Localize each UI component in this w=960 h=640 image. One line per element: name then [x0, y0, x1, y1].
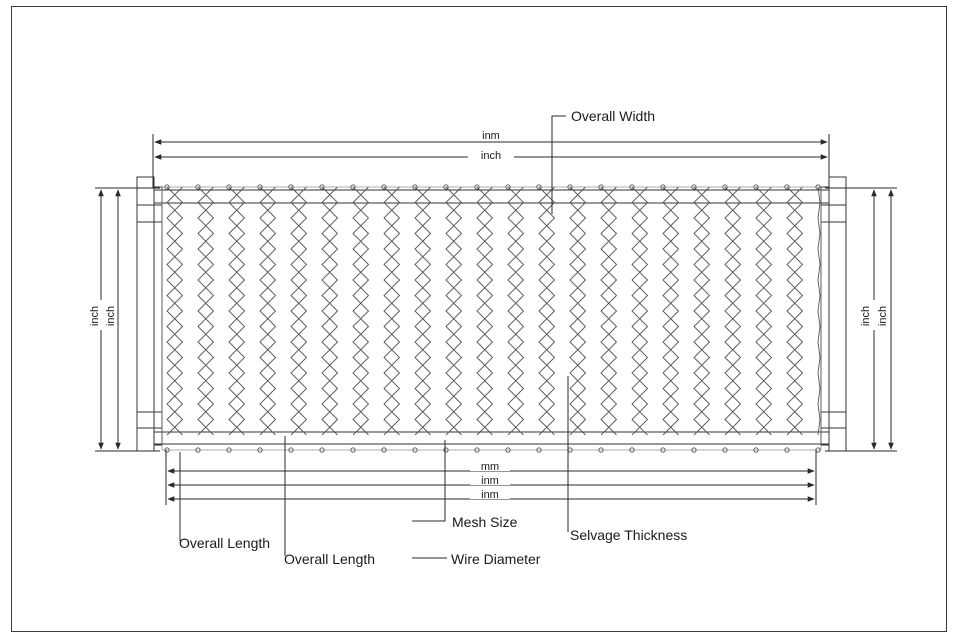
right-post: [820, 176, 847, 452]
mesh-wire: [228, 186, 246, 436]
mesh-wire: [724, 186, 742, 436]
chain-link-mesh: [161, 184, 822, 453]
mesh-wire: [755, 186, 773, 436]
bottom-dimension-label-3: inm: [481, 489, 499, 501]
mesh-wire: [445, 186, 463, 436]
bottom-dimension-label-1: mm: [481, 461, 499, 473]
mesh-wire: [693, 186, 711, 436]
mesh-wire: [600, 186, 618, 436]
mesh-wire: [321, 186, 339, 436]
left-dimension-label-2: inch: [105, 306, 117, 326]
mesh-wire: [414, 186, 432, 436]
mesh-wire: [600, 186, 618, 436]
mesh-wire: [476, 186, 494, 436]
overall-length-callout-2: Overall Length: [284, 551, 375, 567]
mesh-wire: [786, 186, 804, 436]
mesh-wire: [786, 186, 804, 436]
mesh-wire: [352, 186, 370, 436]
mesh-wire: [817, 186, 821, 436]
leader-lines: [179, 115, 569, 559]
right-dimension-label-2: inch: [877, 306, 889, 326]
mesh-wire: [569, 186, 587, 436]
top-dimension-label-2: inch: [481, 150, 501, 162]
mesh-wire: [507, 186, 525, 436]
left-dimension-label-1: inch: [89, 306, 101, 326]
mesh-wire: [724, 186, 742, 436]
wire-diameter-callout: Wire Diameter: [451, 551, 541, 567]
mesh-wire: [290, 186, 308, 436]
mesh-wire: [166, 186, 184, 436]
mesh-border: [161, 186, 822, 451]
mesh-wire: [662, 186, 680, 436]
top-dimension-label-1: inm: [482, 130, 500, 142]
selvage-thickness-callout: Selvage Thickness: [570, 527, 687, 543]
mesh-wire: [569, 186, 587, 436]
mesh-wire: [321, 186, 339, 436]
mesh-wire: [538, 186, 556, 436]
mesh-wire: [507, 186, 525, 436]
bottom-rail: [154, 431, 829, 445]
mesh-wire: [383, 186, 401, 436]
mesh-wire: [352, 186, 370, 436]
mesh-wire: [631, 186, 649, 436]
overall-width-callout: Overall Width: [571, 108, 655, 124]
mesh-wire: [476, 186, 494, 436]
right-dimension-label-1: inch: [860, 306, 872, 326]
mesh-wire: [755, 186, 773, 436]
mesh-wire: [259, 186, 277, 436]
mesh-wire: [445, 186, 463, 436]
mesh-wire: [631, 186, 649, 436]
mesh-wire: [693, 186, 711, 436]
mesh-wire: [538, 186, 556, 436]
drawing-frame: [11, 6, 947, 632]
mesh-wire: [166, 186, 184, 436]
mesh-wire: [197, 186, 215, 436]
mesh-wire: [259, 186, 277, 436]
mesh-wire: [414, 186, 432, 436]
mesh-wire: [228, 186, 246, 436]
mesh-wire: [197, 186, 215, 436]
mesh-wire: [662, 186, 680, 436]
overall-length-callout-1: Overall Length: [179, 535, 270, 551]
mesh-size-callout: Mesh Size: [452, 514, 518, 530]
bottom-dimension-label-2: inm: [481, 475, 499, 487]
mesh-wire: [290, 186, 308, 436]
left-post: [136, 176, 163, 452]
mesh-wire: [383, 186, 401, 436]
